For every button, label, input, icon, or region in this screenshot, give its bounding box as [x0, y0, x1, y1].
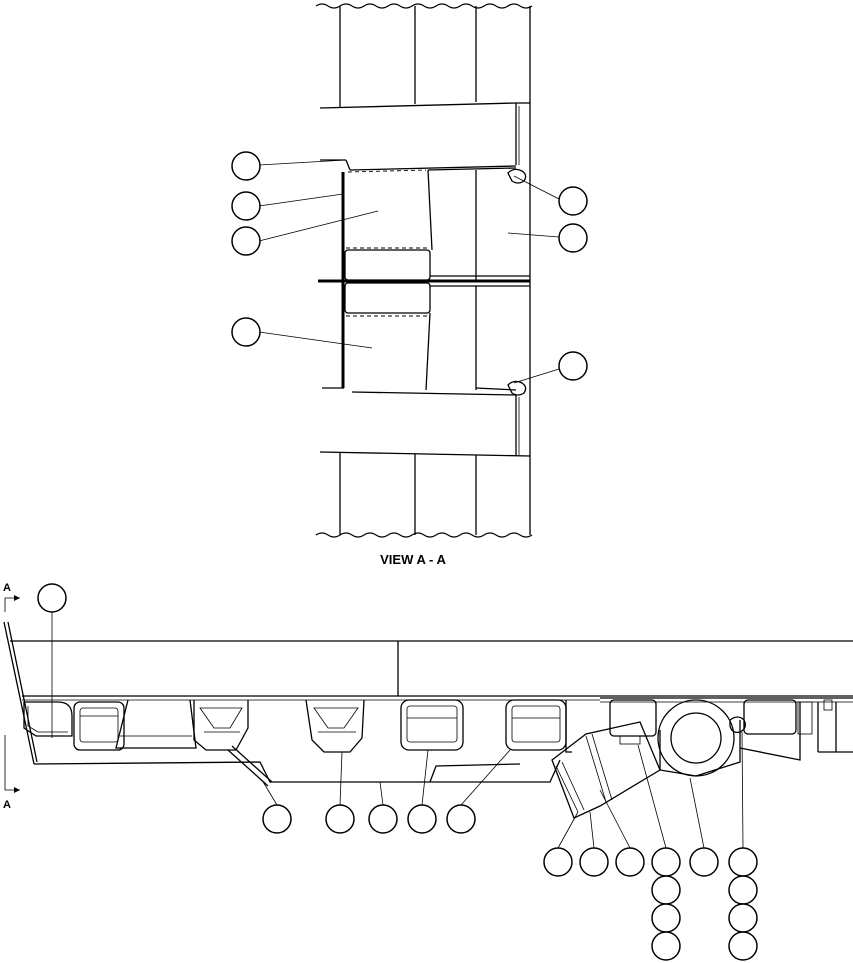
callout-bubble — [689, 847, 719, 877]
blower-wheel — [657, 699, 735, 777]
side-view-assembly: A A — [3, 582, 853, 961]
callout-bubble — [558, 351, 588, 381]
callout-bubble — [407, 804, 437, 834]
callout-bubble — [579, 847, 609, 877]
callout-bubble — [231, 317, 261, 347]
break-line-bottom — [315, 532, 533, 538]
seal-upper — [507, 168, 527, 184]
section-marker-top: A — [3, 582, 11, 594]
callout-bubble — [262, 804, 292, 834]
view-label: VIEW A - A — [380, 552, 446, 567]
callout-bubble — [37, 583, 67, 613]
callout-bubble — [231, 226, 261, 256]
section-marker-bottom: A — [3, 799, 11, 811]
callout-bubble — [615, 847, 645, 877]
callout-bubble — [368, 804, 398, 834]
callout-bubble — [558, 223, 588, 253]
callout-bubble — [231, 191, 261, 221]
callout-bubble — [728, 931, 758, 961]
callout-bubble — [728, 875, 758, 905]
callout-bubble — [651, 931, 681, 961]
callout-bubble — [231, 151, 261, 181]
callout-bubble — [728, 847, 758, 877]
view-a-a-section — [231, 3, 588, 538]
callout-bubble — [325, 804, 355, 834]
callout-bubble — [651, 847, 681, 877]
callout-bubble — [651, 875, 681, 905]
callout-bubble — [543, 847, 573, 877]
break-line-top — [315, 3, 533, 9]
seal-lower — [507, 380, 527, 396]
callout-bubble — [446, 804, 476, 834]
callout-bubble — [558, 186, 588, 216]
callout-bubble — [728, 903, 758, 933]
callout-bubble — [651, 903, 681, 933]
